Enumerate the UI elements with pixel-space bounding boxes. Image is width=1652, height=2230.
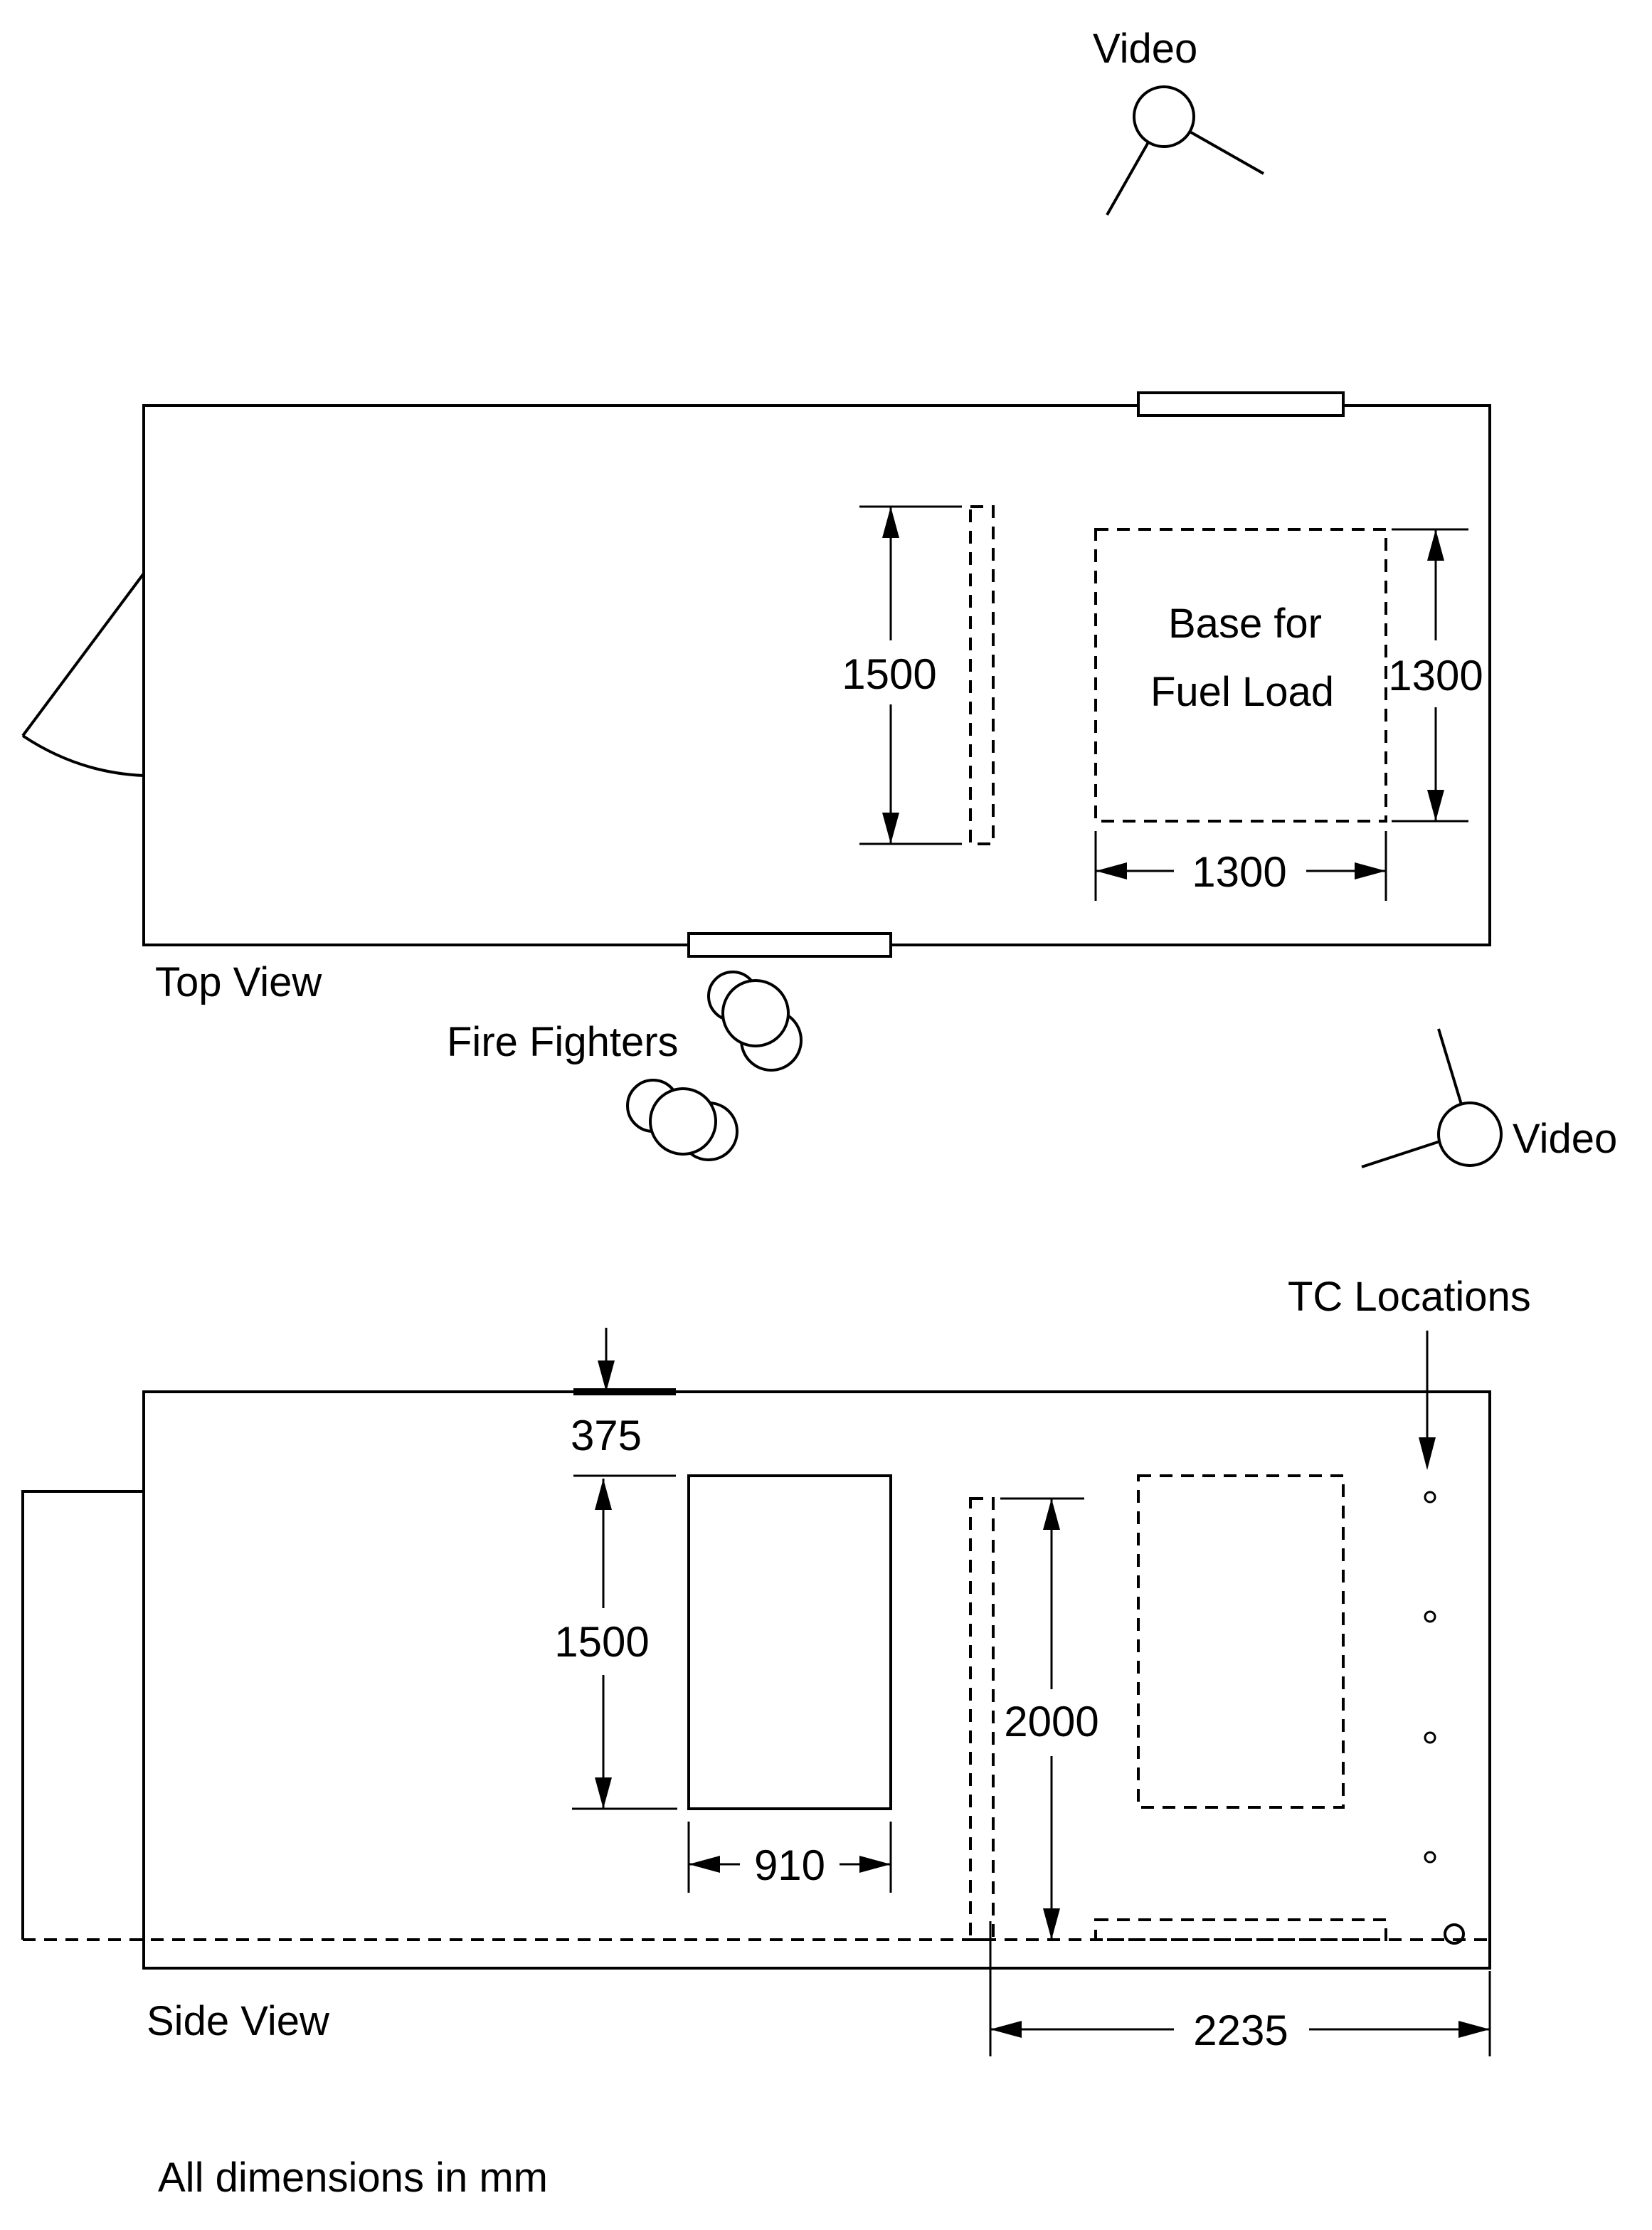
side-view-label: Side View [147, 1998, 330, 2044]
video-camera-right-icon [1361, 1028, 1503, 1168]
side-opening-width-dimension [687, 1822, 892, 1893]
tc-locations-label: TC Locations [1288, 1274, 1531, 1320]
base-label-line1: Base for [1168, 601, 1322, 647]
side-opening-height-dimension [572, 1479, 677, 1810]
video-right-label: Video [1513, 1116, 1617, 1162]
top-view-window [1137, 391, 1345, 417]
base-label-line2: Fuel Load [1150, 669, 1334, 715]
fire-fighter-icon [707, 971, 803, 1072]
fire-fighters-label: Fire Fighters [447, 1019, 679, 1065]
side-view-fuel-load [1137, 1474, 1345, 1809]
video-top-label: Video [1093, 26, 1197, 72]
thermocouple-point [1424, 1491, 1436, 1504]
side-view-door [21, 1490, 144, 1940]
thermocouple-point [1424, 1851, 1436, 1864]
top-partition-dimension [859, 505, 962, 845]
dimensions-footnote: All dimensions in mm [158, 2155, 548, 2201]
side-view-fuel-base [1094, 1918, 1387, 1941]
tc-locations-arrow [1419, 1331, 1436, 1470]
base-width-dimension-label: 1300 [1192, 848, 1286, 896]
top-partition-dimension-label: 1500 [842, 650, 936, 698]
side-view-opening [687, 1474, 892, 1810]
side-opening-width-dimension-label: 910 [754, 1841, 825, 1889]
top-view-partition [969, 505, 995, 845]
side-offset-dimension-label: 375 [571, 1412, 642, 1459]
side-offset-dimension [573, 1328, 676, 1477]
side-rear-length-dimension-label: 2235 [1193, 2007, 1288, 2054]
side-partition-height-dimension-label: 2000 [1004, 1698, 1098, 1745]
thermocouple-base [1444, 1923, 1465, 1945]
thermocouple-tree [1424, 1491, 1465, 1945]
side-partition-height-dimension [1000, 1497, 1084, 1940]
thermocouple-point [1424, 1731, 1436, 1744]
base-width-dimension [1094, 831, 1387, 901]
side-view-partition [969, 1497, 995, 1941]
base-height-dimension [1392, 528, 1468, 823]
side-view-room-outline [142, 1390, 1491, 1970]
top-view-label: Top View [155, 959, 322, 1005]
base-for-fuel-load [1094, 528, 1387, 823]
top-view-door-swing [21, 572, 145, 777]
fire-fighter-icon [626, 1079, 738, 1161]
video-camera-top-icon [1106, 85, 1264, 216]
base-height-dimension-label: 1300 [1388, 652, 1483, 699]
side-opening-height-dimension-label: 1500 [554, 1618, 649, 1666]
top-view-door-opening [687, 932, 892, 958]
thermocouple-point [1424, 1610, 1436, 1623]
side-rear-length-dimension [989, 1921, 1491, 2056]
